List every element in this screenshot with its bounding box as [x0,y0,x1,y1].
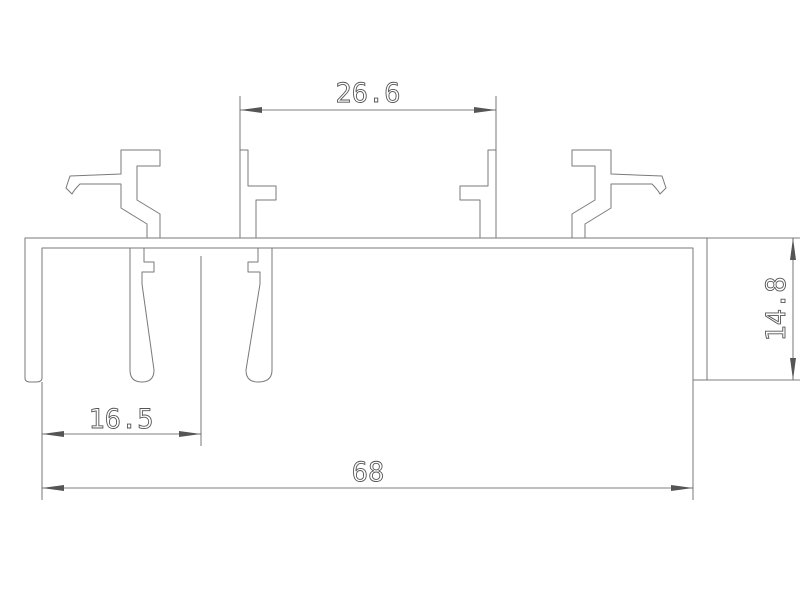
right-hook [571,149,667,238]
top-plate [24,237,708,383]
arrow-offset-right [179,431,201,437]
dimension-left-offset: 16.5 [42,256,202,446]
arrow-overall-right [671,485,693,491]
profile-outline [24,149,708,500]
arrow-left [240,107,262,113]
left-hook [65,149,161,238]
arrow-bottom [790,358,796,380]
upper-left-post [239,149,277,238]
dimension-height: 14.8 [707,237,800,381]
arrow-offset-left [42,431,64,437]
lower-left-finger [129,248,155,383]
dimension-overall-width: 68 [41,382,693,500]
upper-right-post [459,149,497,238]
arrow-top [790,238,796,260]
dimension-label-top-width: 26.6 [335,78,400,109]
lower-middle-finger [245,248,273,383]
dimension-label-overall-width: 68 [352,457,385,488]
dimension-label-height: 14.8 [761,276,792,341]
arrow-overall-left [42,485,64,491]
dimension-top-width: 26.6 [239,78,497,150]
arrow-right [474,107,496,113]
dimension-label-left-offset: 16.5 [88,404,153,435]
